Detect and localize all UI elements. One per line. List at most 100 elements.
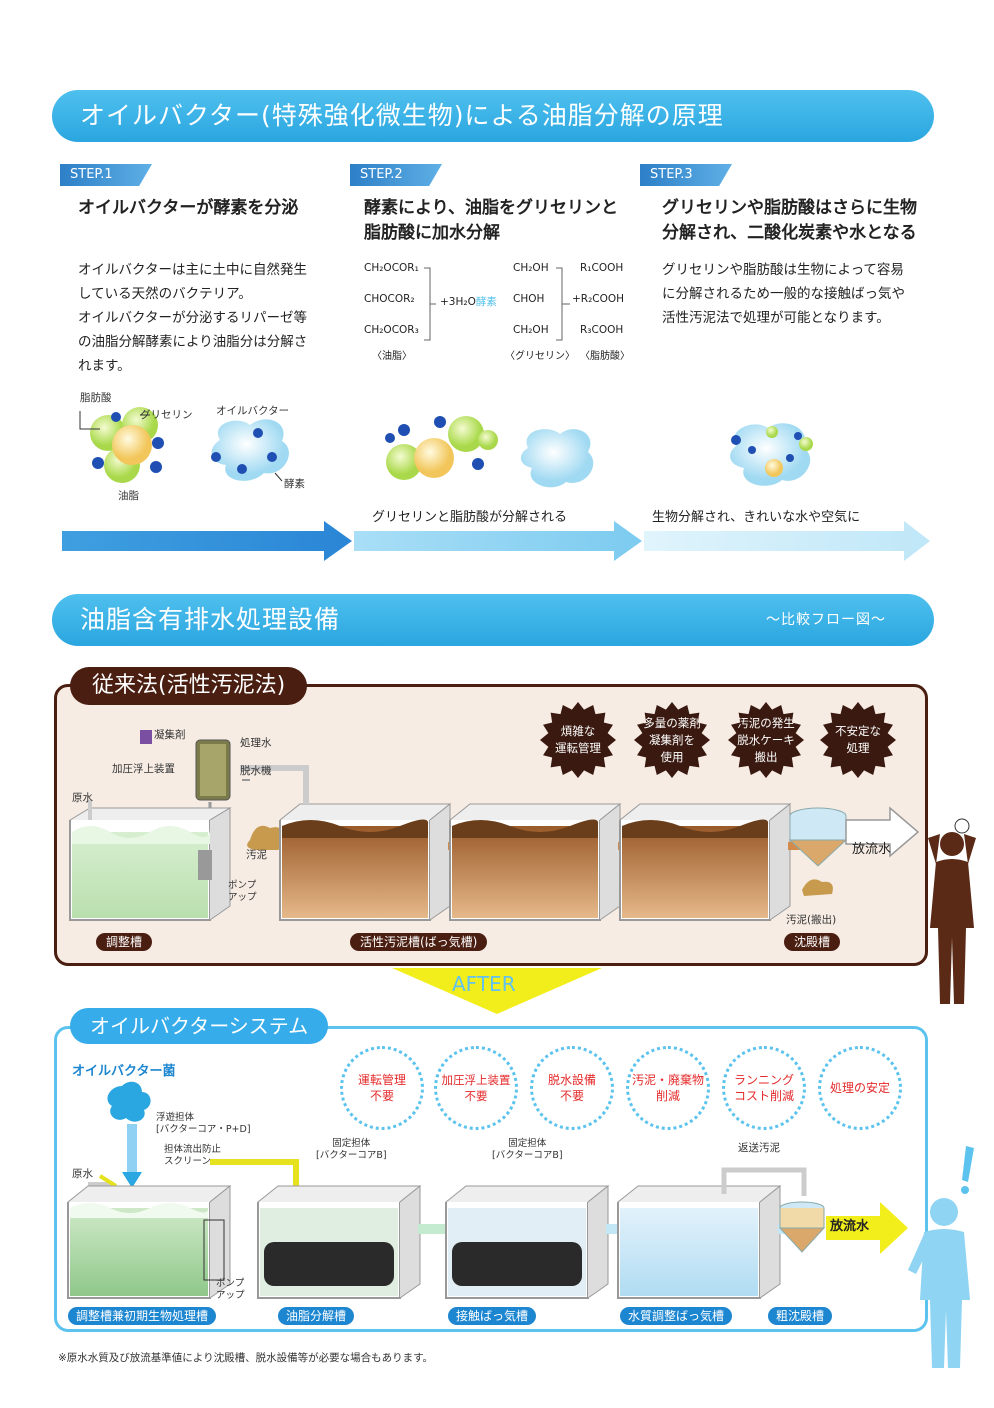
happy-person-icon xyxy=(908,1146,974,1368)
process-arrows xyxy=(62,521,930,561)
flotation-device-icon xyxy=(195,739,231,801)
label-return-sludge: 返送汚泥 xyxy=(738,1142,780,1154)
tank-label-oil-decomp: 油脂分解槽 xyxy=(278,1307,355,1325)
benefit-circle-4: 汚泥・廃棄物削減 xyxy=(626,1046,710,1130)
aeration-tank-1 xyxy=(279,802,452,921)
label-treated-water: 処理水 xyxy=(240,737,272,749)
tank-label-water-quality: 水質調整ばっ気槽 xyxy=(620,1307,733,1325)
sludge-out-icon xyxy=(802,879,833,896)
label-discharge: 放流水 xyxy=(852,842,892,857)
step2-heading: 酵素により、油脂をグリセリンと 脂肪酸に加水分解 xyxy=(364,198,618,243)
pump-icon xyxy=(198,850,212,880)
caption-oil: 〈油脂〉 xyxy=(372,351,412,362)
step3-heading: グリセリンや脂肪酸はさらに生物 分解され、二酸化炭素や水となる xyxy=(662,198,917,243)
aeration-tank-2 xyxy=(449,802,622,921)
step3-illustration xyxy=(730,423,813,486)
label-sludge: 汚泥 xyxy=(246,849,267,861)
arrow-step2 xyxy=(354,521,642,561)
step1-illustration xyxy=(79,407,289,483)
label-fatty-acid: 脂肪酸 xyxy=(80,392,112,404)
worried-person-icon xyxy=(928,818,976,1004)
settling-tank-icon xyxy=(788,807,848,896)
label-flotation: 加圧浮上装置 xyxy=(112,763,175,775)
step1-body: オイルバクターは主に土中に自然発生 している天然のバクテリア。 オイルバクターが… xyxy=(78,262,308,374)
tank-label-coarse: 粗沈殿槽 xyxy=(768,1307,833,1325)
formula-fatty-acid: R₁COOH +R₂COOH R₃COOH xyxy=(572,262,625,336)
benefit-circle-6: 処理の安定 xyxy=(818,1046,902,1130)
after-arrow xyxy=(392,968,602,1014)
formula-oil: CH₂OCOR₁ CHOCOR₂ CH₂OCOR₃ xyxy=(364,262,419,336)
after-label: AFTER xyxy=(452,972,516,996)
step1-heading: オイルバクターが酵素を分泌 xyxy=(78,198,299,218)
label-glycerin: グリセリン xyxy=(140,409,193,421)
label-screen: 担体流出防止スクリーン xyxy=(164,1144,222,1167)
benefit-circle-1: 運転管理不要 xyxy=(340,1046,424,1130)
caption-fatty-acid: 〈脂肪酸〉 xyxy=(580,351,630,362)
formula-brackets xyxy=(424,267,570,341)
benefit-circle-3: 脱水設備不要 xyxy=(530,1046,614,1130)
label-pump-up: ポンプアップ xyxy=(228,880,257,903)
discharge-arrow-conventional xyxy=(845,806,920,858)
problem-burst-2: 多量の薬剤凝集剤を使用 xyxy=(634,702,710,778)
label-oil: 油脂 xyxy=(118,490,139,502)
conventional-flow-diagram xyxy=(69,730,920,921)
step1-tag: STEP.1 xyxy=(60,164,152,186)
label-discharge-2: 放流水 xyxy=(830,1219,870,1234)
label-floating-carrier: 浮遊担体[バクターコア・P+D] xyxy=(156,1112,251,1135)
coarse-settling-icon xyxy=(778,1201,826,1253)
step2-caption: グリセリンと脂肪酸が分解される xyxy=(372,510,568,525)
problem-burst-3: 汚泥の発生脱水ケーキ搬出 xyxy=(728,702,804,778)
tank-label-settling: 沈殿槽 xyxy=(784,933,841,951)
problem-burst-4: 不安定な処理 xyxy=(820,702,896,778)
formula-water: +3H₂O酵素 xyxy=(440,296,497,308)
benefit-circle-2: 加圧浮上装置不要 xyxy=(434,1046,518,1130)
bacteria-icon xyxy=(107,1081,151,1122)
arrow-step1 xyxy=(62,521,352,561)
label-oilbacter: オイルバクター xyxy=(216,405,290,417)
oilbacter-blob-icon xyxy=(211,419,289,481)
split-molecule-icon xyxy=(385,416,498,480)
label-pump-up-2: ポンプアップ xyxy=(216,1278,245,1301)
section2-title: 油脂含有排水処理設備 〜比較フロー図〜 xyxy=(52,594,934,646)
contact-aeration-tank xyxy=(445,1184,610,1299)
label-fixed-carrier-2: 固定担体[バクターコアB] xyxy=(492,1138,563,1161)
label-fixed-carrier-1: 固定担体[バクターコアB] xyxy=(316,1138,387,1161)
label-sludge-out: 汚泥(搬出) xyxy=(786,914,837,926)
section2-subtitle: 〜比較フロー図〜 xyxy=(766,612,886,628)
oilbacter-flow-diagram xyxy=(67,1081,908,1299)
benefit-circle-5: ランニングコスト削減 xyxy=(722,1046,806,1130)
water-quality-tank xyxy=(617,1184,782,1299)
coagulant-icon xyxy=(140,730,152,744)
label-enzyme: 酵素 xyxy=(284,478,305,490)
formula-glycerin: CH₂OH CHOH CH₂OH xyxy=(513,262,549,336)
caption-glycerin: 〈グリセリン〉 xyxy=(505,351,575,362)
step3-tag: STEP.3 xyxy=(640,164,732,186)
discharge-arrow-oilbacter xyxy=(826,1202,908,1254)
oilbacter-blob-icon xyxy=(521,429,594,488)
oil-molecule-icon xyxy=(90,407,164,483)
screen-icon xyxy=(203,1219,225,1281)
problem-burst-1: 煩雑な運転管理 xyxy=(540,702,616,778)
step2-illustration xyxy=(385,416,594,488)
label-raw-water: 原水 xyxy=(72,792,93,804)
step3-body: グリセリンや脂肪酸は生物によって容易 に分解されるため一般的な接触ばっ気や 活性… xyxy=(662,262,905,326)
label-raw-water-2: 原水 xyxy=(72,1168,93,1180)
bacteria-label: オイルバクター菌 xyxy=(72,1064,176,1079)
label-coagulant: 凝集剤 xyxy=(154,729,186,741)
oil-decomposition-tank xyxy=(257,1184,422,1299)
tank-label-activated-sludge: 活性汚泥槽(ばっ気槽) xyxy=(350,933,488,951)
arrow-step3 xyxy=(644,521,930,561)
section1-title: オイルバクター(特殊強化微生物)による油脂分解の原理 xyxy=(52,90,934,142)
tank-label-regulating: 調整槽 xyxy=(96,933,153,951)
tank-label-contact: 接触ばっ気槽 xyxy=(448,1307,537,1325)
footnote: ※原水水質及び放流基準値により沈殿槽、脱水設備等が必要な場合もあります。 xyxy=(58,1352,434,1364)
oilbacter-title: オイルバクターシステム xyxy=(70,1008,329,1044)
label-dehydrator: 脱水機 xyxy=(240,765,272,777)
initial-bio-tank xyxy=(67,1184,232,1299)
aeration-tank-3 xyxy=(619,802,792,921)
clean-water-blob-icon xyxy=(730,423,813,486)
conventional-title: 従来法(活性汚泥法) xyxy=(70,667,308,705)
regulating-tank xyxy=(69,807,232,921)
step3-caption: 生物分解され、きれいな水や空気に xyxy=(652,510,861,525)
sludge-pile-icon xyxy=(247,825,287,850)
